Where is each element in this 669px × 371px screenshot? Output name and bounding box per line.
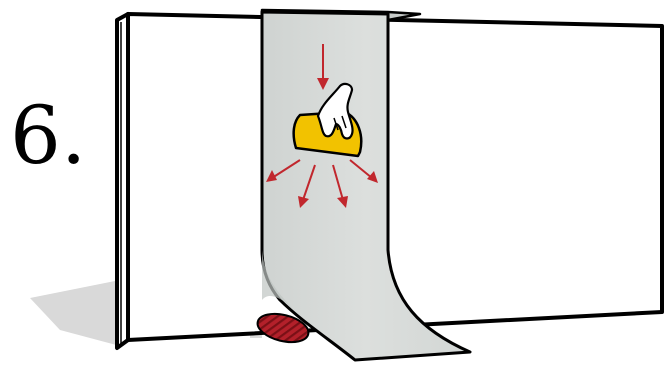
- wallpaper-diagram: [0, 0, 669, 371]
- step-6-illustration: 6.: [0, 0, 669, 371]
